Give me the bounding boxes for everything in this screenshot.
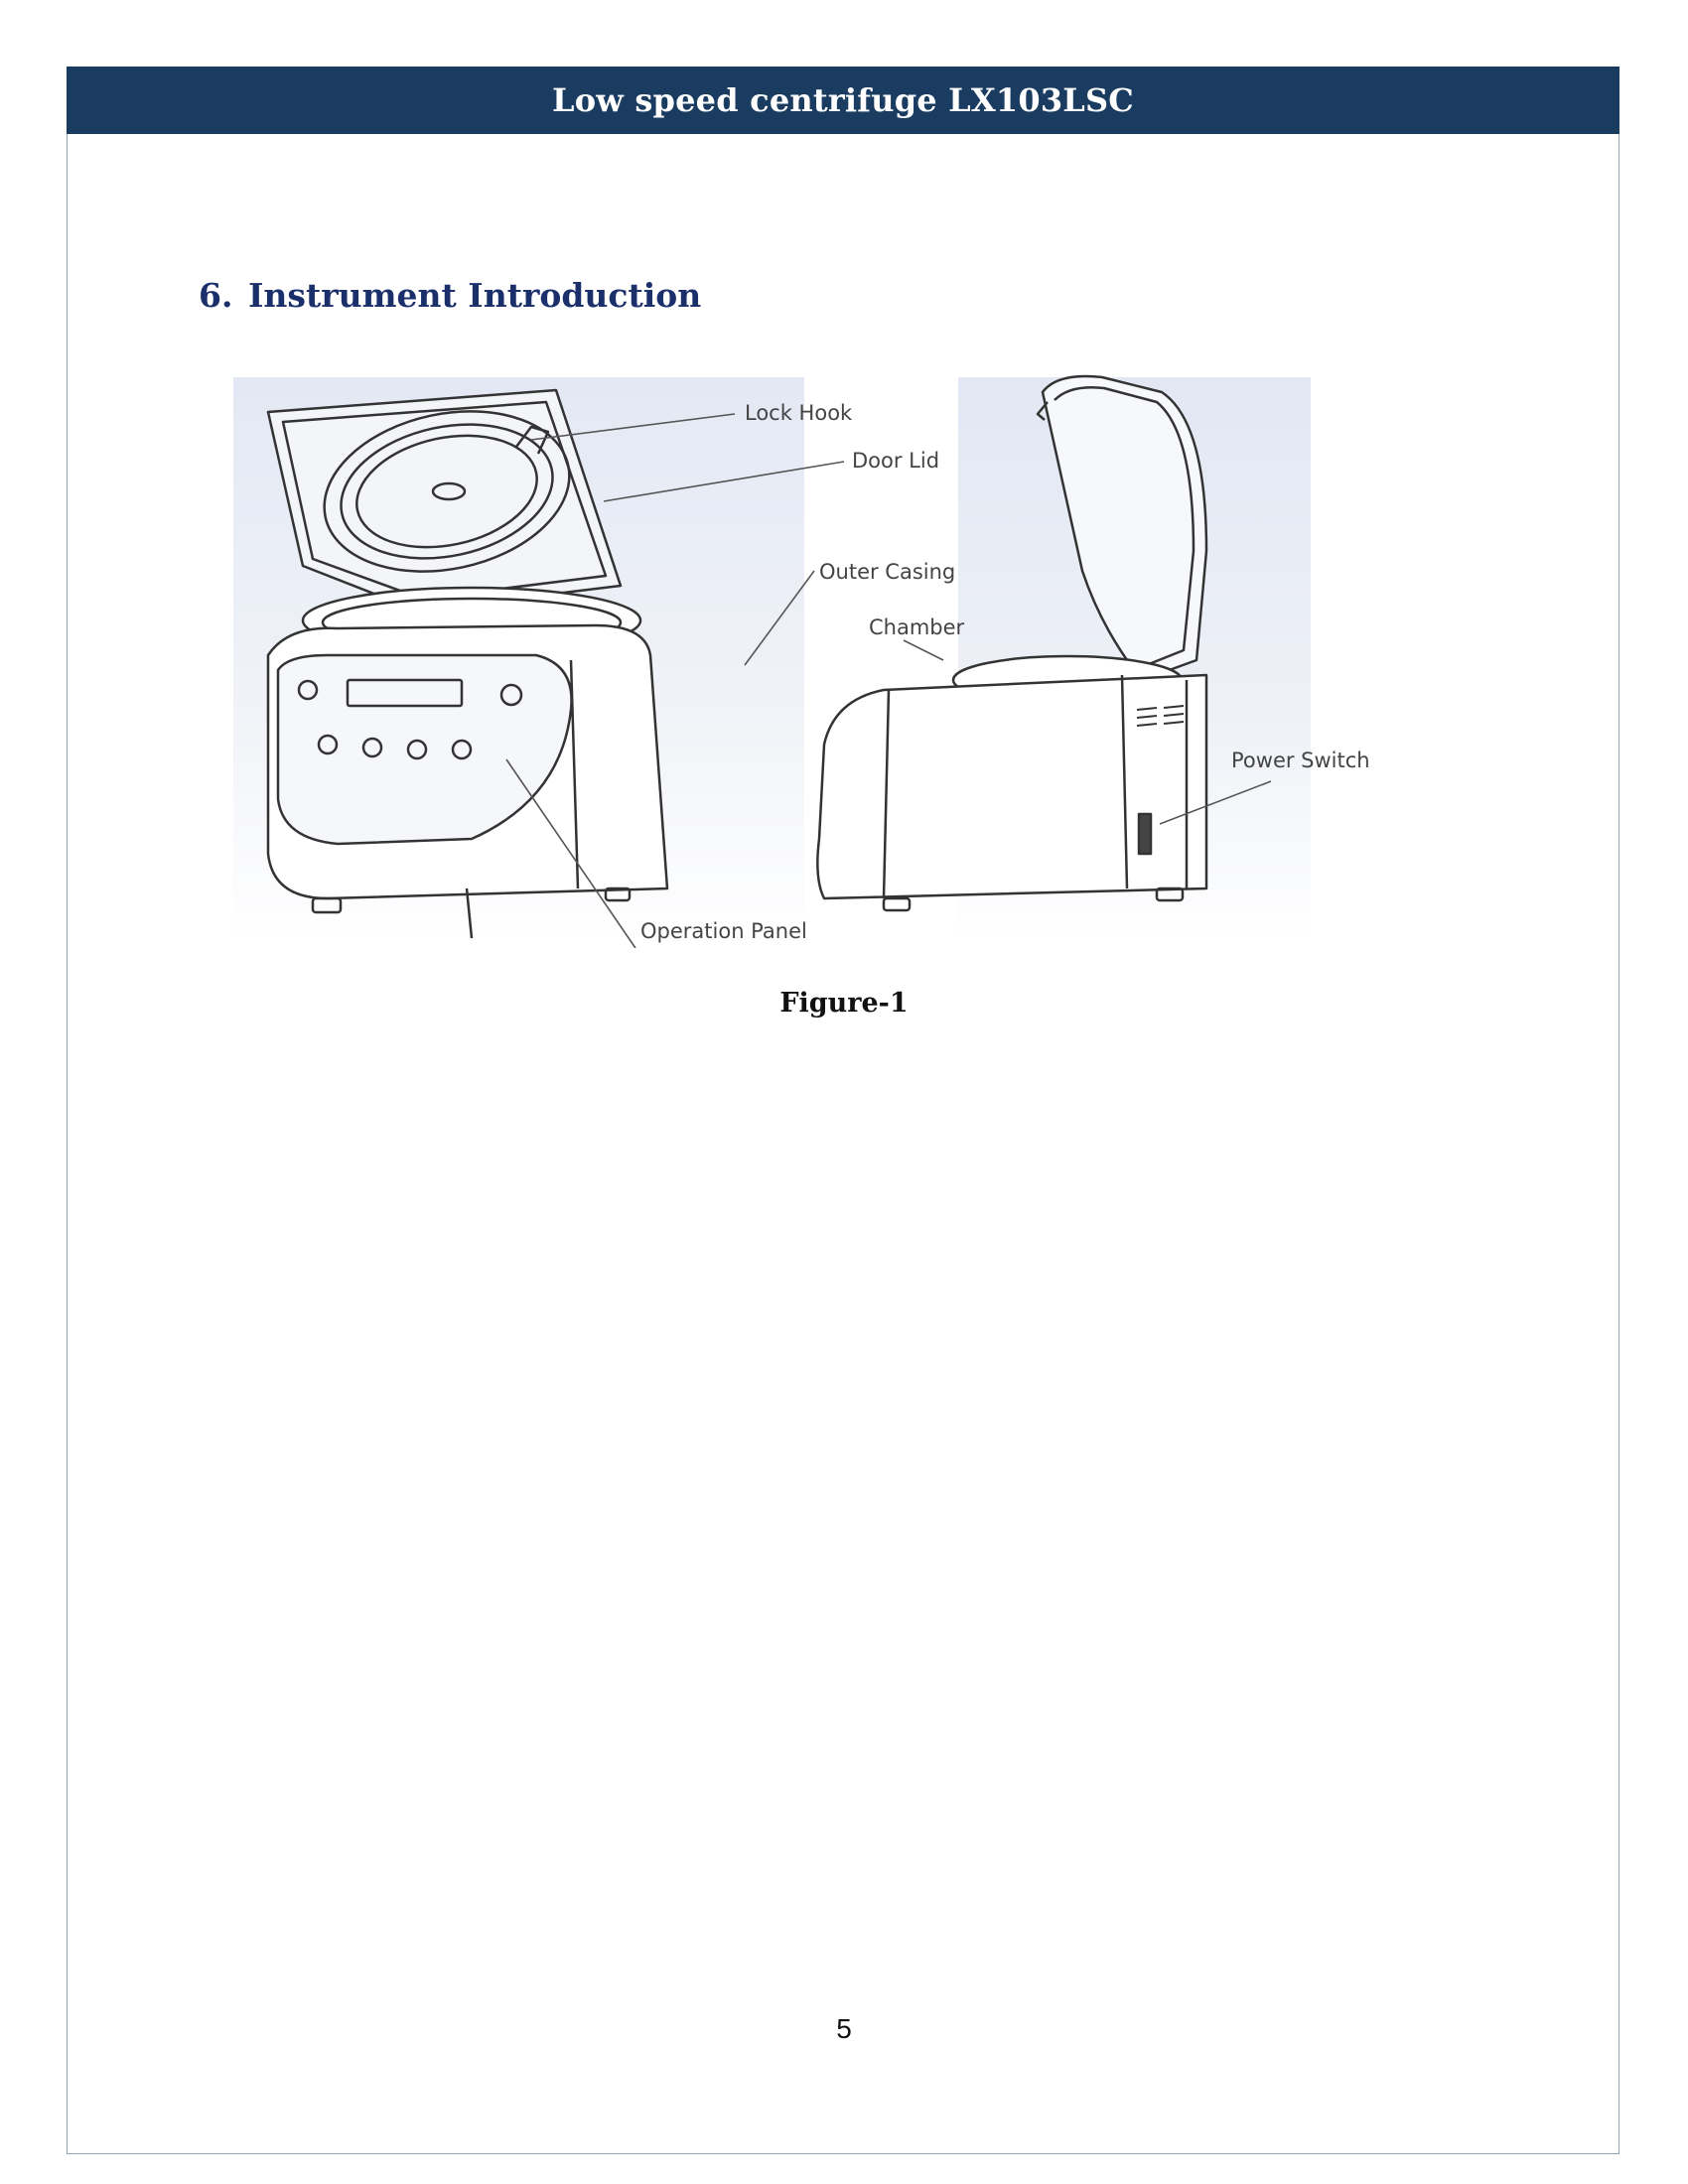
operation-panel-leader (505, 758, 636, 948)
side-view-centrifuge (816, 374, 1208, 912)
centrifuge-figure: Lock Hook Door Lid Outer Casing Chamber … (228, 372, 1470, 948)
door-lid-leader (603, 461, 845, 502)
front-view-centrifuge (266, 388, 669, 939)
document-title: Low speed centrifuge LX103LSC (552, 81, 1134, 119)
callout-operation-panel: Operation Panel (640, 919, 807, 943)
callout-lock-hook: Lock Hook (745, 401, 853, 425)
callout-leaders (505, 413, 1272, 948)
callout-outer-casing: Outer Casing (819, 560, 955, 584)
callout-power-switch: Power Switch (1231, 749, 1370, 772)
power-switch-leader (1159, 780, 1272, 825)
document-header: Low speed centrifuge LX103LSC (67, 67, 1619, 134)
centrifuge-illustration: Lock Hook Door Lid Outer Casing Chamber … (233, 374, 1370, 948)
lock-hook-leader (530, 413, 736, 441)
section-number: 6. (199, 276, 233, 315)
page-number: 5 (836, 2013, 852, 2044)
figure-caption: Figure-1 (779, 988, 909, 1019)
section-title: Instrument Introduction (248, 276, 702, 315)
chamber-leader (903, 639, 944, 661)
callout-door-lid: Door Lid (852, 449, 939, 473)
section-heading: 6. Instrument Introduction (199, 276, 701, 315)
callout-chamber: Chamber (869, 615, 965, 639)
outer-casing-leader (744, 570, 815, 666)
